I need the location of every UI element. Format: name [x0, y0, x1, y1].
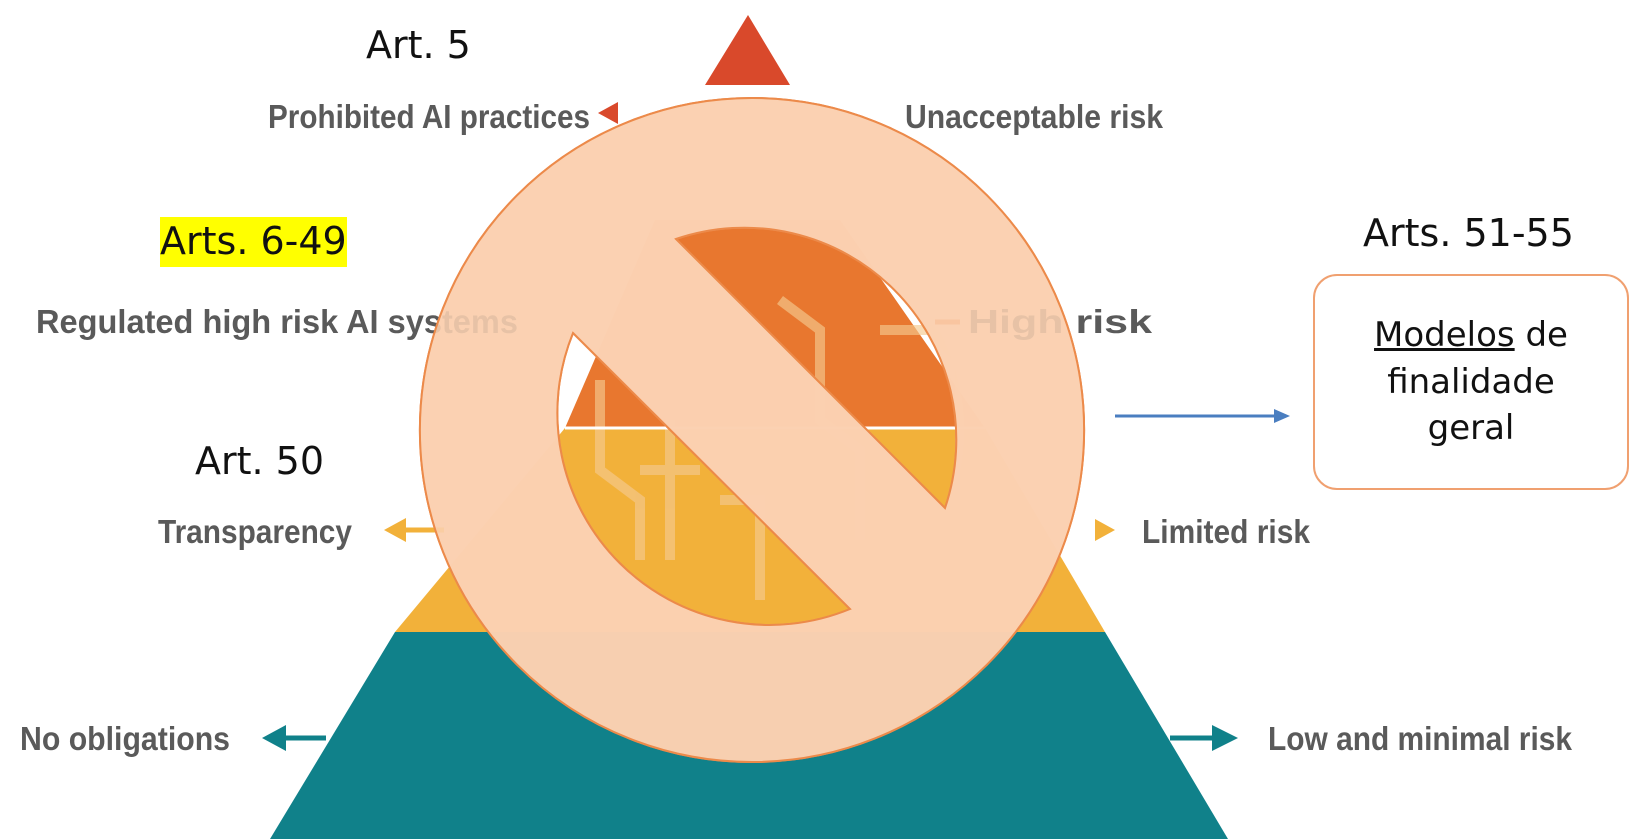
label-prohibited-practices: Prohibited AI practices: [268, 98, 590, 135]
arrow-right-limited: [1095, 519, 1115, 541]
gp-word-de: de: [1514, 314, 1568, 355]
general-purpose-models-text: Modelos de finalidade geral: [1374, 312, 1568, 453]
article-ref-high-risk: Arts. 6-49: [160, 217, 347, 267]
label-limited-risk: Limited risk: [1142, 513, 1311, 550]
article-ref-general-purpose: Arts. 51-55: [1363, 211, 1574, 255]
label-low-minimal-risk: Low and minimal risk: [1268, 720, 1573, 757]
article-ref-prohibited: Art. 5: [366, 23, 471, 67]
article-ref-transparency: Art. 50: [195, 439, 325, 483]
arrow-right-minimal: [1170, 725, 1238, 751]
arrow-left-prohibited: [598, 102, 618, 124]
prohibition-overlay-front: [419, 96, 1085, 764]
label-no-obligations: No obligations: [20, 720, 230, 757]
gp-word-finalidade: finalidade: [1387, 361, 1555, 402]
connector-arrow: [1115, 409, 1290, 423]
gp-word-modelos: Modelos: [1374, 314, 1515, 355]
tier-unacceptable: [705, 15, 790, 85]
label-unacceptable-risk: Unacceptable risk: [905, 98, 1164, 135]
label-transparency: Transparency: [158, 513, 353, 550]
general-purpose-models-box: Modelos de finalidade geral: [1313, 274, 1629, 490]
arrow-left-no-obligations: [262, 725, 326, 751]
gp-word-geral: geral: [1427, 408, 1515, 449]
article-ref-high-risk-text: Arts. 6-49: [160, 217, 347, 267]
